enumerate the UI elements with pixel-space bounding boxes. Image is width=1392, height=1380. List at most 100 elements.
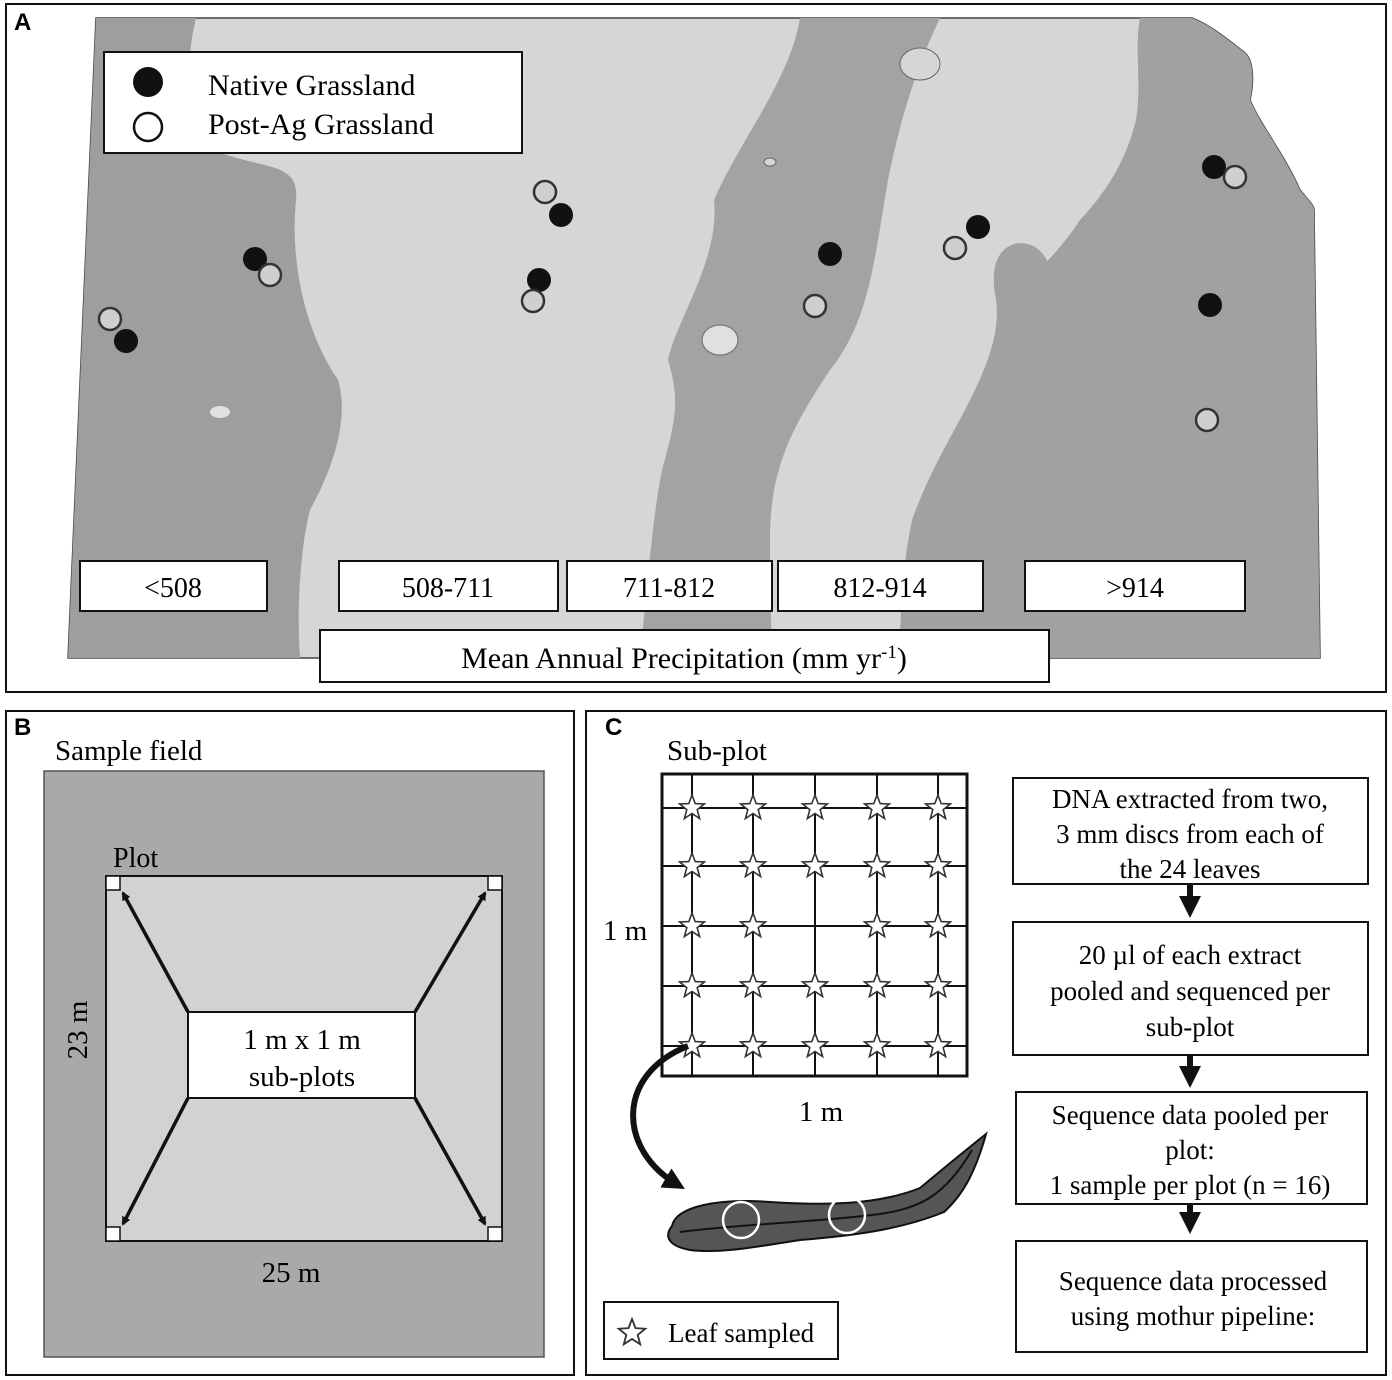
leaf-sampled-star-icon [923, 970, 953, 999]
zone-label-box [777, 560, 984, 612]
native-site [818, 242, 842, 266]
native-site [1198, 293, 1222, 317]
step-4-line-1: Sequence data processed [1059, 1266, 1328, 1296]
leaf-sampled-star-icon [738, 1030, 768, 1059]
leaf-vein [679, 1149, 973, 1233]
zone-label-711-812: 711-812 [623, 573, 715, 604]
post-ag-site [97, 306, 123, 332]
zone-label-812-914: 812-914 [833, 573, 926, 604]
leaf-sampled-star-icon [738, 910, 768, 939]
leaf-sampled-star-icon [923, 910, 953, 939]
map-blob [899, 47, 941, 81]
zone-label-under-508: <508 [144, 573, 202, 604]
post-ag-site [532, 179, 558, 205]
leaf-sampled-star-icon [800, 970, 830, 999]
precipitation-caption: Mean Annual Precipitation (mm yr-1) [461, 642, 907, 675]
step-box [1015, 1240, 1368, 1353]
post-ag-site [802, 293, 828, 319]
leaf-sampled-star-icon [800, 792, 830, 821]
zone-under-508 [68, 18, 342, 658]
step-box [1012, 921, 1369, 1056]
arrow-to-corner [121, 1097, 190, 1226]
site-markers [97, 155, 1248, 433]
subplots-size-label: 1 m x 1 m [243, 1024, 361, 1056]
panel-a-letter: A [14, 9, 31, 36]
legend-a: Native Grassland Post-Ag Grassland [103, 51, 523, 154]
legend-post-ag-label: Post-Ag Grassland [208, 108, 434, 141]
native-site [243, 247, 267, 271]
leaf-sampled-star-icon [923, 792, 953, 821]
plot-label: Plot [113, 843, 158, 874]
leaf-sampled-star-icon [923, 1030, 953, 1059]
caption-box [319, 629, 1050, 683]
map-blob [763, 157, 777, 167]
step-2-line-3: sub-plot [1146, 1012, 1235, 1042]
leaf-sampled-star-icon [677, 1030, 707, 1059]
step-1-line-3: the 24 leaves [1120, 854, 1261, 884]
leaf-sampled-star-icon [862, 792, 892, 821]
map-blob [210, 406, 230, 418]
leaf-sampled-star-icon [862, 970, 892, 999]
native-site [966, 215, 990, 239]
leaf-sampled-star-icon [862, 1030, 892, 1059]
leaf-sampled-star-icon [800, 850, 830, 879]
subplot-label: Sub-plot [667, 735, 767, 767]
legend-box [103, 51, 523, 154]
height-label: 23 m [62, 1000, 94, 1059]
leaf-stars [677, 792, 953, 1059]
sample-field-label: Sample field [55, 735, 203, 767]
zone-labels: <508 508-711 711-812 812-914 >914 Mean A… [79, 560, 1246, 683]
native-site [114, 329, 138, 353]
arrow-to-corner [413, 891, 487, 1013]
legend-native-label: Native Grassland [208, 69, 415, 102]
panel-c-letter: C [605, 714, 622, 741]
corner-subplot [105, 1226, 121, 1242]
zone-label-box [566, 560, 773, 612]
zone-label-box [1024, 560, 1246, 612]
post-ag-site [1222, 164, 1248, 190]
step-1-line-2: 3 mm discs from each of [1056, 819, 1324, 849]
panel-c: C Sub-plot 1 m 1 m Leaf sampled [585, 710, 1387, 1376]
step-2-line-1: 20 µl of each extract [1079, 940, 1302, 970]
step-3-line-2: plot: [1165, 1135, 1215, 1165]
leaf-sampled-star-icon [738, 850, 768, 879]
star-icon [616, 1316, 648, 1347]
step-3-line-1: Sequence data pooled per [1052, 1100, 1329, 1130]
leaf-legend-label: Leaf sampled [668, 1318, 815, 1348]
corner-subplot [105, 875, 121, 891]
map-blob [701, 324, 739, 356]
native-marker-icon [133, 67, 163, 97]
width-label: 25 m [262, 1257, 321, 1289]
leaf-sampled-star-icon [677, 850, 707, 879]
leaf-sampled-star-icon [862, 850, 892, 879]
native-site [527, 268, 551, 292]
bottom-length-label: 1 m [799, 1096, 844, 1128]
arrow-to-corner [121, 891, 190, 1013]
leaf-sampled-star-icon [677, 792, 707, 821]
panel-b: B Sample field Plot 1 m x 1 m sub-plots … [5, 710, 575, 1376]
leaf-sampled-star-icon [800, 1030, 830, 1059]
zone-label-over-914: >914 [1106, 573, 1164, 604]
step-box [1012, 777, 1369, 885]
curved-arrow [630, 1043, 690, 1190]
leaf [667, 1131, 988, 1253]
panel-b-letter: B [14, 714, 31, 741]
leaf-disc [721, 1200, 761, 1240]
post-ag-site [1194, 407, 1220, 433]
leaf-sampled-star-icon [677, 970, 707, 999]
zone-711-812 [640, 18, 940, 658]
native-site [549, 203, 573, 227]
post-ag-site [520, 288, 546, 314]
side-length-label: 1 m [603, 915, 648, 947]
step-1-line-1: DNA extracted from two, [1052, 784, 1328, 814]
corner-subplot [487, 1226, 503, 1242]
corner-subplot [487, 875, 503, 891]
subplots-label: sub-plots [249, 1061, 355, 1093]
zone-label-box [79, 560, 268, 612]
subplots-box [187, 1011, 416, 1099]
leaf-sampled-star-icon [862, 910, 892, 939]
process-flow: DNA extracted from two, 3 mm discs from … [1012, 777, 1369, 1353]
step-3-line-3: 1 sample per plot (n = 16) [1050, 1170, 1331, 1200]
step-4-line-2: using mothur pipeline: [1071, 1301, 1315, 1331]
panel-a: Native Grassland Post-Ag Grassland <5 [5, 3, 1387, 693]
